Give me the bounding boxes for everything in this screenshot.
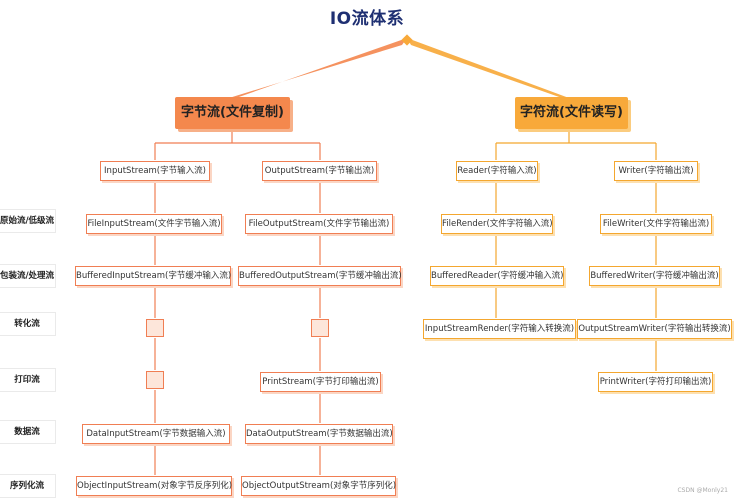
row-label-raw: 原始流/低级流 [0, 209, 56, 233]
reader-node: Reader(字符输入流) [456, 161, 538, 181]
print-stream-node: PrintStream(字节打印输出流) [260, 372, 381, 392]
row-label-data: 数据流 [0, 420, 56, 444]
apex-node [401, 34, 413, 46]
buffered-output-stream-node: BufferedOutputStream(字节缓冲输出流) [238, 266, 402, 286]
row-label-serial: 序列化流 [0, 474, 56, 498]
row-label-wrapper: 包装流/处理流 [0, 264, 56, 288]
file-reader-node: FileRender(文件字符输入流) [441, 214, 553, 234]
row-label-print: 打印流 [0, 368, 56, 392]
row-label-convert: 转化流 [0, 312, 56, 336]
data-output-stream-node: DataOutputStream(字节数据输出流) [245, 424, 393, 444]
buffered-writer-node: BufferedWriter(字符缓冲输出流) [589, 266, 720, 286]
writer-node: Writer(字符输出流) [614, 161, 698, 181]
byte-print-input-placeholder [146, 371, 164, 389]
object-input-stream-node: ObjectInputStream(对象字节反序列化) [76, 476, 232, 496]
byte-stream-connectors [154, 128, 321, 475]
file-output-stream-node: FileOutputStream(文件字节输出流) [245, 214, 393, 234]
buffered-input-stream-node: BufferedInputStream(字节缓冲输入流) [75, 266, 231, 286]
char-stream-connectors [495, 129, 657, 371]
data-input-stream-node: DataInputStream(字节数据输入流) [82, 424, 230, 444]
apex-to-byte-connector [229, 38, 407, 98]
input-stream-reader-node: InputStreamRender(字符输入转换流) [423, 319, 576, 339]
byte-convert-placeholder [146, 319, 164, 337]
object-output-stream-node: ObjectOutputStream(对象字节序列化) [241, 476, 396, 496]
byte-stream-category: 字节流(文件复制) [175, 97, 290, 129]
watermark: CSDN @Monly21 [677, 487, 728, 494]
output-stream-node: OutputStream(字节输出流) [262, 161, 377, 181]
print-writer-node: PrintWriter(字符打印输出流) [598, 372, 713, 392]
buffered-reader-node: BufferedReader(字符缓冲输入流) [430, 266, 564, 286]
char-stream-category: 字符流(文件读写) [515, 97, 628, 129]
diagram-title: IO流体系 [329, 9, 405, 29]
file-input-stream-node: FileInputStream(文件字节输入流) [86, 214, 222, 234]
byte-output-convert-placeholder [311, 319, 329, 337]
output-stream-writer-node: OutputStreamWriter(字符输出转换流) [577, 319, 732, 339]
apex-to-char-connector [407, 38, 569, 98]
file-writer-node: FileWriter(文件字符输出流) [600, 214, 712, 234]
input-stream-node: InputStream(字节输入流) [100, 161, 210, 181]
